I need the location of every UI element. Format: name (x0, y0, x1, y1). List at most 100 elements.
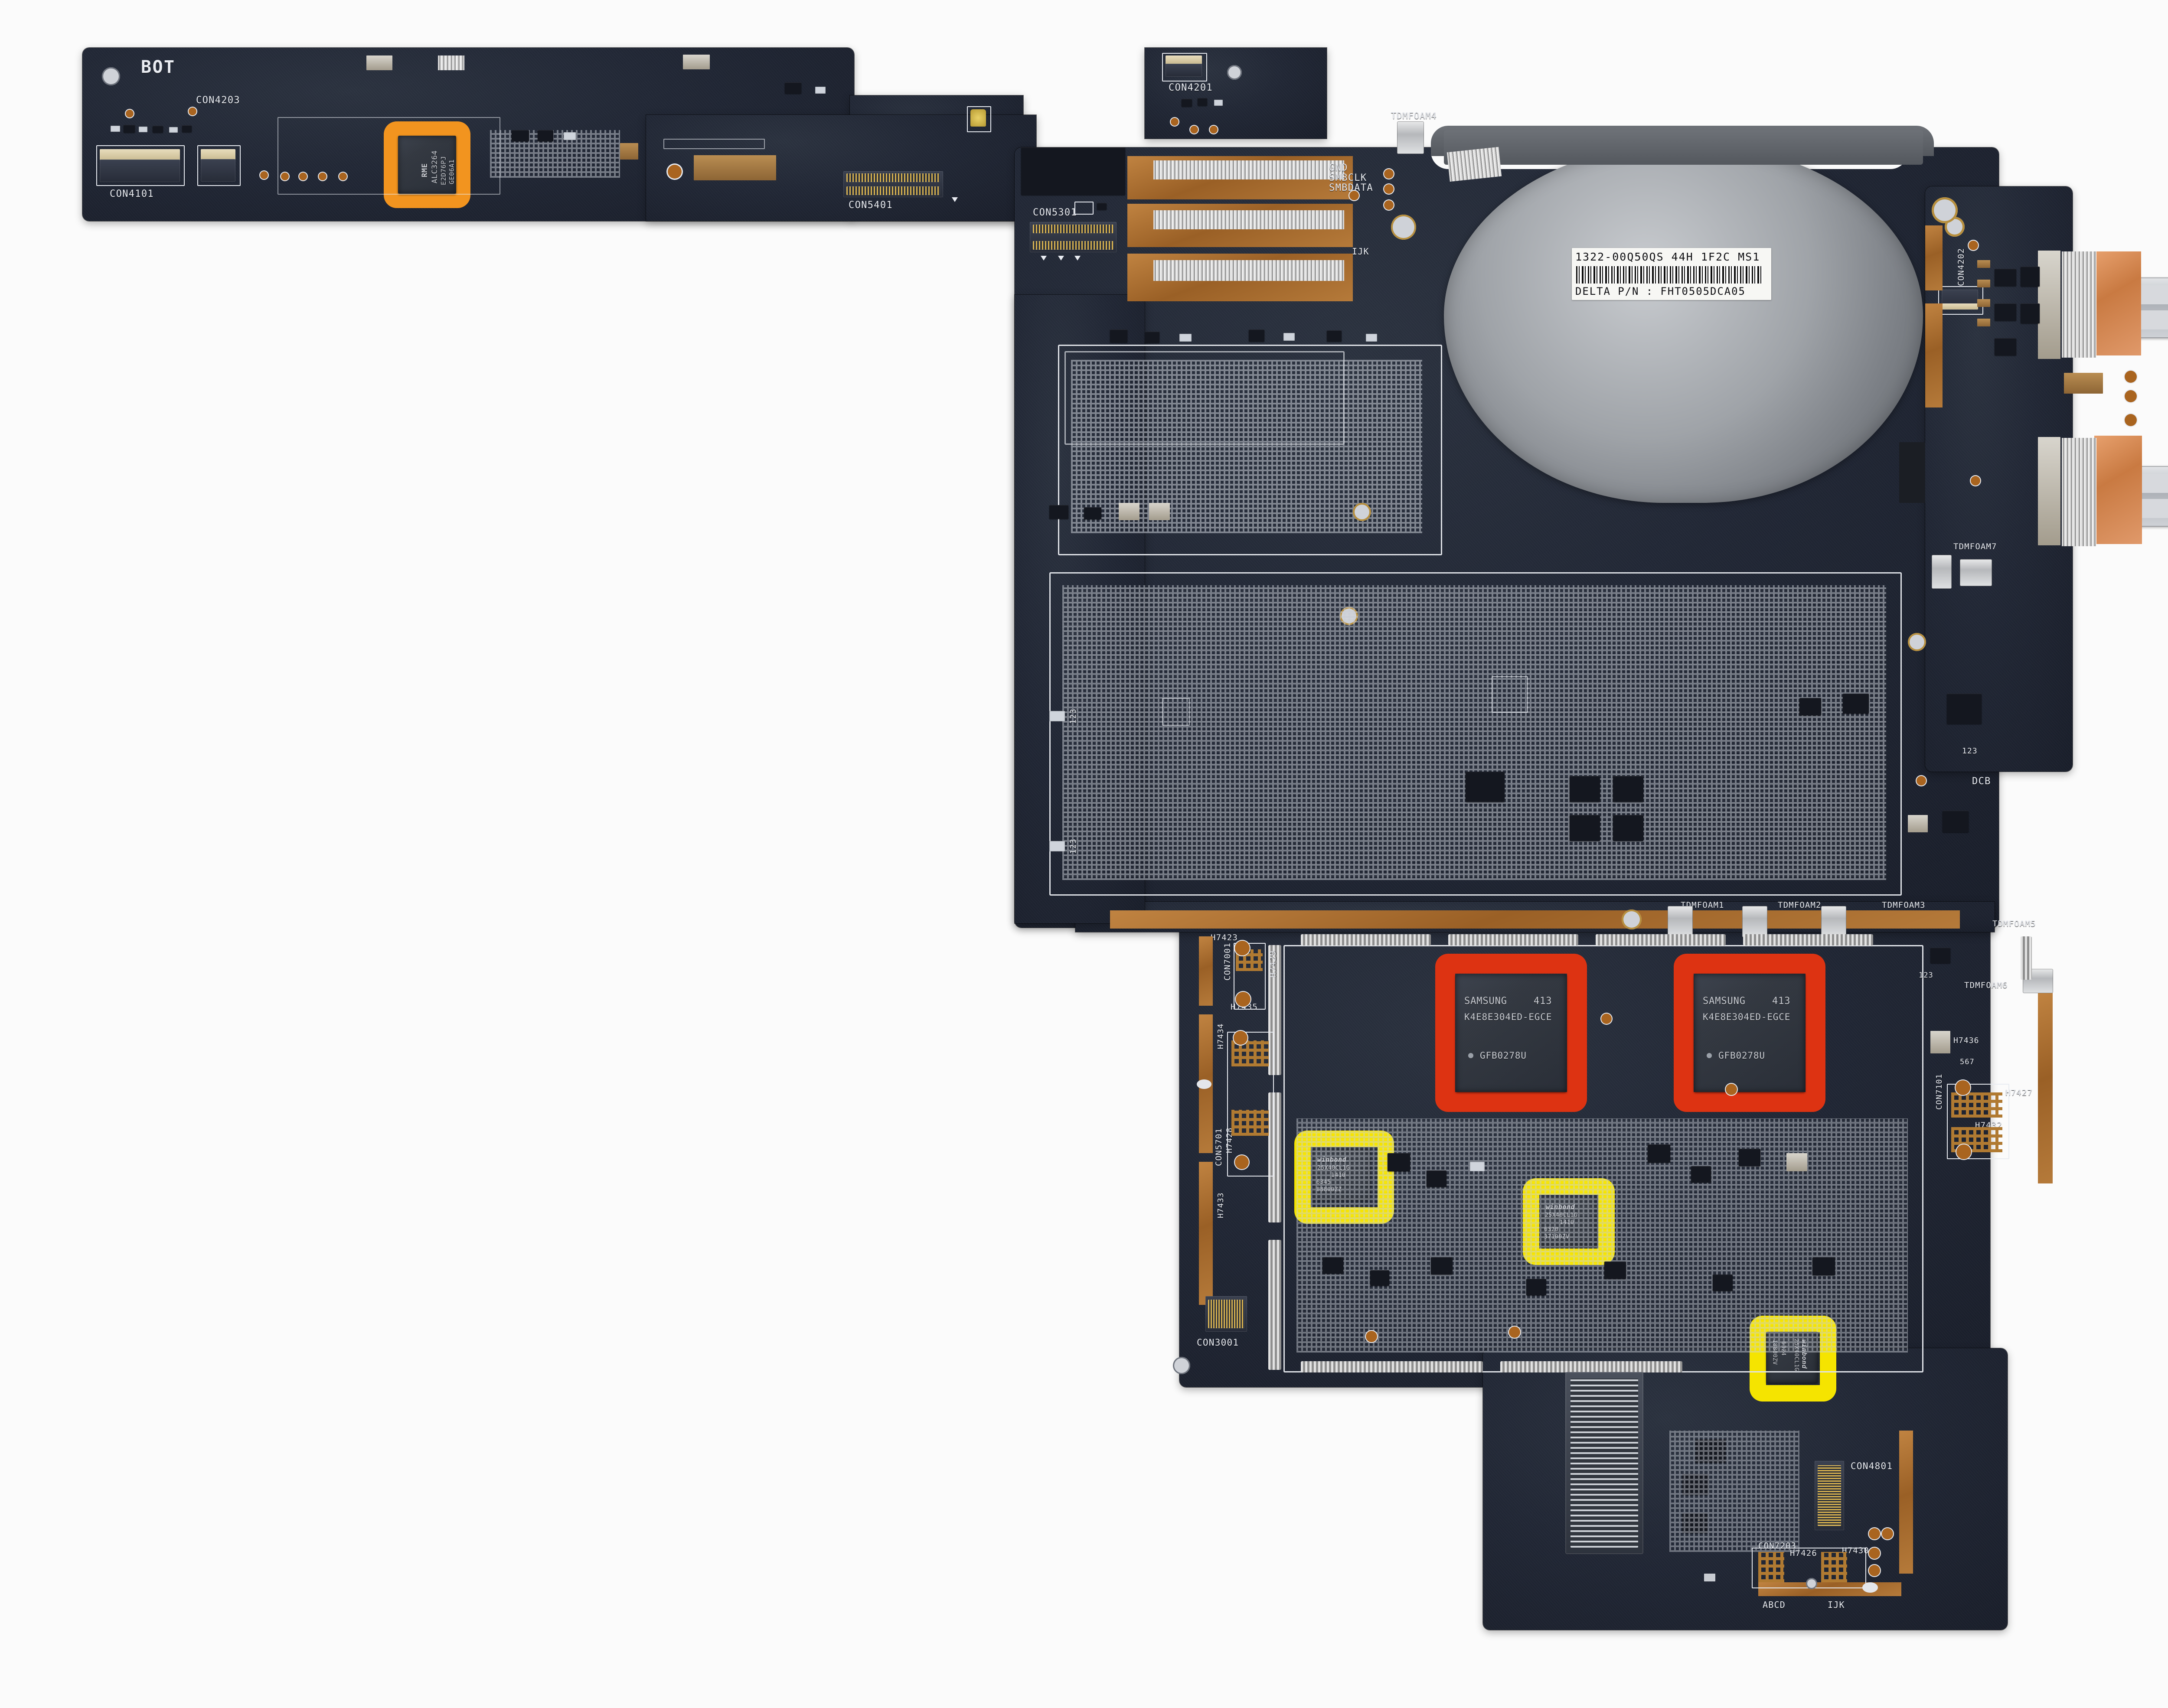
shield-frame-upper (1058, 345, 1442, 555)
emi-foam-2 (1153, 210, 1344, 229)
yellow-annotation-box-2 (1523, 1178, 1615, 1265)
silk-123-left2: 123 (1069, 838, 1078, 854)
testpad-gnd[interactable] (1384, 169, 1394, 179)
silk-abcd: ABCD (1763, 1600, 1786, 1610)
silk-tdmfoam3: TDMFOAM3 (1882, 900, 1926, 910)
component-field-cpu (1062, 585, 1886, 880)
con5401-pins2 (846, 186, 940, 195)
silk-h7436: H7436 (1953, 1036, 1979, 1045)
flash2-lot: 6320 (1544, 1226, 1558, 1233)
mount-hole (1622, 909, 1642, 929)
shield-clip (1960, 559, 1992, 586)
pin1-dot (1468, 1053, 1473, 1058)
shield-rail-top (1301, 934, 1431, 945)
silk-h7434: H7434 (1216, 1023, 1225, 1049)
silk-h7429: H7429 (1268, 950, 1278, 978)
emi-foam-3 (1153, 260, 1344, 281)
testpad-smbdata[interactable] (1384, 200, 1394, 210)
silk-tdmfoam7: TDMFOAM7 (1953, 542, 1997, 551)
con3001-pins (1208, 1300, 1244, 1328)
flash2-serial: 37100ZV (1544, 1234, 1569, 1240)
ram-left-lot: GFB0278U (1480, 1050, 1527, 1061)
flash2-date: 1410 (1560, 1219, 1574, 1226)
shield-rail-bottom (1301, 1361, 1483, 1372)
ram-left-code: 413 (1534, 996, 1552, 1007)
silk-dcb: DCB (1972, 776, 1991, 787)
con4201-body[interactable] (1166, 64, 1202, 77)
flash1-serial: 88800ZZ (1316, 1186, 1342, 1193)
fan-duct (1444, 130, 1923, 165)
test-point (1704, 1574, 1715, 1581)
fan-cable (1899, 442, 1925, 503)
silk-con5301: CON5301 (1033, 207, 1077, 218)
shield-clip (1397, 121, 1424, 154)
shield-rail-top3 (1596, 934, 1726, 945)
silk-con7001: CON7001 (1223, 942, 1232, 981)
ram-right-lot: GFB0278U (1718, 1050, 1765, 1061)
battery-connector-contacts (1570, 1379, 1638, 1548)
shield-clip (1742, 906, 1767, 937)
silk-tdmfoam2: TDMFOAM2 (1778, 900, 1822, 910)
con4203-connector[interactable] (201, 149, 235, 160)
usb-shield-foil-upper (2062, 251, 2096, 358)
ram-right-part: K4E8E304ED-EGCE (1703, 1012, 1791, 1022)
copper-tape-usb-lower (2094, 436, 2142, 544)
con4101-body[interactable] (100, 160, 180, 182)
flash-chip-2: winbond 25X40CL1G 1410 6320 37100ZV (1541, 1196, 1597, 1247)
usb-shield-foil-lower (2062, 438, 2096, 546)
silk-con4203: CON4203 (196, 95, 240, 106)
bridge-copper (1110, 910, 1960, 929)
silk-con4201: CON4201 (1169, 82, 1213, 93)
con5301-pins2 (1033, 241, 1113, 250)
silk-h7433: H7433 (1216, 1192, 1225, 1218)
con4203-body[interactable] (201, 159, 235, 182)
silk-con4801: CON4801 (1851, 1461, 1893, 1471)
con4801-pins (1818, 1465, 1841, 1526)
con4101-connector[interactable] (100, 149, 180, 161)
silk-con5401: CON5401 (849, 200, 893, 211)
flash-chip-1: winbond 25X40CL1G 1410 6345 88800ZZ (1313, 1149, 1370, 1200)
shield-rail-top4 (1743, 934, 1873, 945)
silk-h7426: H7426 (1790, 1548, 1817, 1558)
silk-567: 567 (1960, 1058, 1975, 1066)
shield-rail-left (1268, 945, 1281, 1075)
shield-rail-right (2021, 936, 2032, 980)
fan-label-line1: 1322-00Q50QS 44H 1F2C MS1 (1575, 251, 1760, 263)
silk-testpad-gnd: GND (1329, 163, 1348, 173)
audio-codec-ic: RME ALC3264 E2D76PJ GE06A1 (398, 136, 456, 194)
silk-123-a: 123 (1962, 746, 1978, 756)
flash1-lot: 6345 (1316, 1179, 1331, 1186)
mount-hole (1227, 65, 1242, 80)
shield-rail-left2 (1268, 1092, 1281, 1222)
silk-con3001: CON3001 (1197, 1337, 1239, 1348)
silk-bot-label: BOT (141, 57, 176, 77)
flash2-brand: winbond (1546, 1203, 1575, 1211)
flash-chip-3: winbond 25X40CL1G 6324 18800ZV (1766, 1332, 1818, 1383)
ram-right-brand: SAMSUNG (1703, 996, 1746, 1007)
flash1-part: 25X40CL1G (1317, 1165, 1350, 1171)
silk-pad-321: IJK (1352, 246, 1369, 257)
shield-clip (1932, 555, 1952, 589)
mount-hole (1908, 633, 1926, 651)
silk-tdmfoam4: TDMFOAM4 (1391, 111, 1437, 121)
silk-h7423: H7423 (1211, 933, 1238, 942)
mount-hole (102, 67, 120, 85)
ram-chip-left: SAMSUNG 413 K4E8E304ED-EGCE GFB0278U (1456, 974, 1567, 1092)
fan-barcode (1576, 266, 1763, 284)
kapton-patch (1021, 147, 1125, 195)
fan-part-label: 1322-00Q50QS 44H 1F2C MS1 DELTA P/N : FH… (1572, 248, 1771, 300)
silk-tdmfoam5: TDMFOAM5 (1992, 919, 2036, 929)
ram-left-brand: SAMSUNG (1464, 996, 1507, 1007)
testpad-smbclk[interactable] (1384, 184, 1394, 194)
red-annotation-box-right (1674, 954, 1825, 1112)
shield-clip (1668, 906, 1693, 937)
cooling-fan (1444, 143, 1923, 503)
flash1-brand: winbond (1317, 1156, 1346, 1164)
silk-123-right: 123 (1919, 971, 1933, 980)
shield-frame-cpu (1049, 572, 1902, 896)
shield-rail-bottom2 (1500, 1361, 1682, 1372)
mount-hole (1391, 215, 1416, 240)
mount-hole (1806, 1578, 1817, 1589)
silk-con4101: CON4101 (110, 189, 154, 199)
con4201-connector[interactable] (1166, 55, 1202, 64)
